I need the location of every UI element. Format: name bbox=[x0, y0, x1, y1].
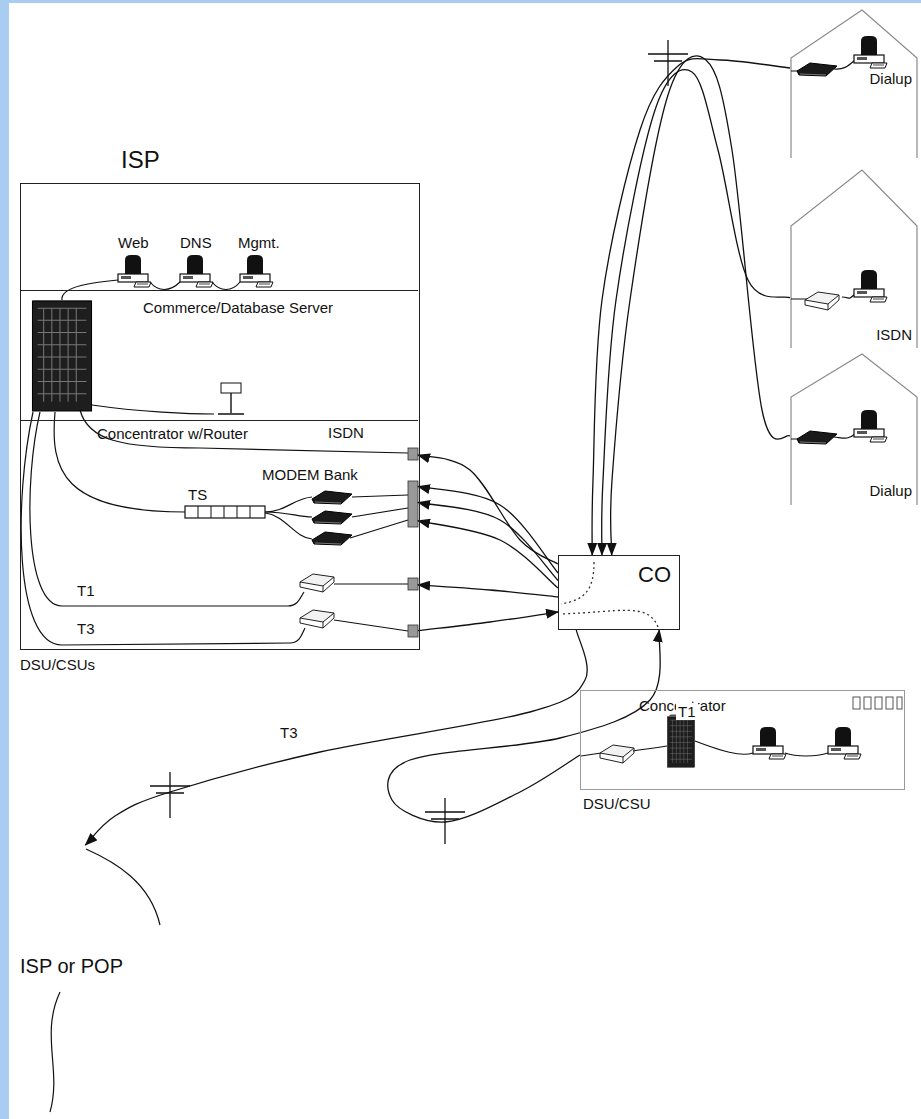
web-server-icon bbox=[118, 255, 151, 287]
remote-site-illustration bbox=[581, 691, 906, 791]
frame-bar bbox=[0, 0, 9, 1119]
node-label: Dialup bbox=[869, 70, 912, 87]
node-label: Dialup bbox=[869, 482, 912, 499]
central-office-box: CO bbox=[558, 555, 680, 630]
line-connector bbox=[602, 70, 790, 555]
part-label: MODEM Bank bbox=[260, 466, 360, 483]
part-label: T3 bbox=[75, 620, 97, 637]
node-label: DSU/CSU bbox=[583, 795, 651, 812]
house: ISDN bbox=[790, 168, 918, 348]
node-label: Concentrator w/Router bbox=[97, 425, 248, 442]
modem-icon bbox=[312, 532, 352, 545]
line-connector bbox=[85, 630, 587, 845]
internal-wires bbox=[21, 280, 408, 645]
line-connector bbox=[611, 56, 790, 555]
modem-icon bbox=[312, 511, 352, 524]
isp-building: ISPCommerce/Database ServerConcentrator … bbox=[20, 183, 420, 650]
line-connector bbox=[418, 521, 558, 588]
network-cloud-edge bbox=[50, 849, 160, 1112]
node-label: CO bbox=[638, 562, 671, 587]
server-band: Commerce/Database Server bbox=[21, 290, 418, 420]
house: Dialup bbox=[790, 8, 918, 158]
node-label: ISDN bbox=[876, 326, 912, 343]
mgmt-server-icon bbox=[240, 255, 273, 287]
line-connector bbox=[418, 486, 558, 573]
line-connector bbox=[418, 585, 558, 597]
part-label: T1 bbox=[75, 582, 97, 599]
part-label: Web bbox=[116, 234, 151, 251]
dns-server-icon bbox=[180, 255, 213, 287]
line-connector bbox=[418, 612, 558, 631]
line-connector bbox=[388, 630, 660, 822]
network-cloud: ISP or POP bbox=[15, 845, 175, 985]
utility-pole bbox=[150, 772, 190, 818]
node-label: ISP or POP bbox=[20, 955, 123, 978]
modem-icon bbox=[312, 491, 352, 504]
line-label: T3 bbox=[278, 724, 300, 741]
part-label: Mgmt. bbox=[236, 234, 282, 251]
node-label: ISP bbox=[121, 146, 160, 174]
node-label: Commerce/Database Server bbox=[143, 299, 333, 316]
house: Dialup bbox=[790, 352, 918, 505]
remote-site-box: ConcentratorDSU/CSU bbox=[580, 690, 905, 790]
part-label: DSU/CSUs bbox=[18, 656, 97, 673]
line-connector bbox=[592, 58, 790, 555]
router-rack bbox=[32, 296, 92, 411]
house-outline bbox=[790, 168, 918, 348]
line-label: T1 bbox=[676, 703, 698, 720]
dsu-csu-icon bbox=[300, 610, 334, 628]
terminal-icon bbox=[218, 383, 244, 414]
part-label: DNS bbox=[178, 234, 214, 251]
terminal-server bbox=[185, 506, 265, 518]
line-connector bbox=[418, 455, 558, 564]
port-block bbox=[408, 448, 418, 637]
access-band: Concentrator w/Router bbox=[21, 420, 418, 649]
part-label: TS bbox=[186, 486, 209, 503]
frame-bar bbox=[0, 0, 921, 3]
dsu-csu-icon bbox=[300, 574, 334, 592]
part-label: ISDN bbox=[326, 424, 366, 441]
